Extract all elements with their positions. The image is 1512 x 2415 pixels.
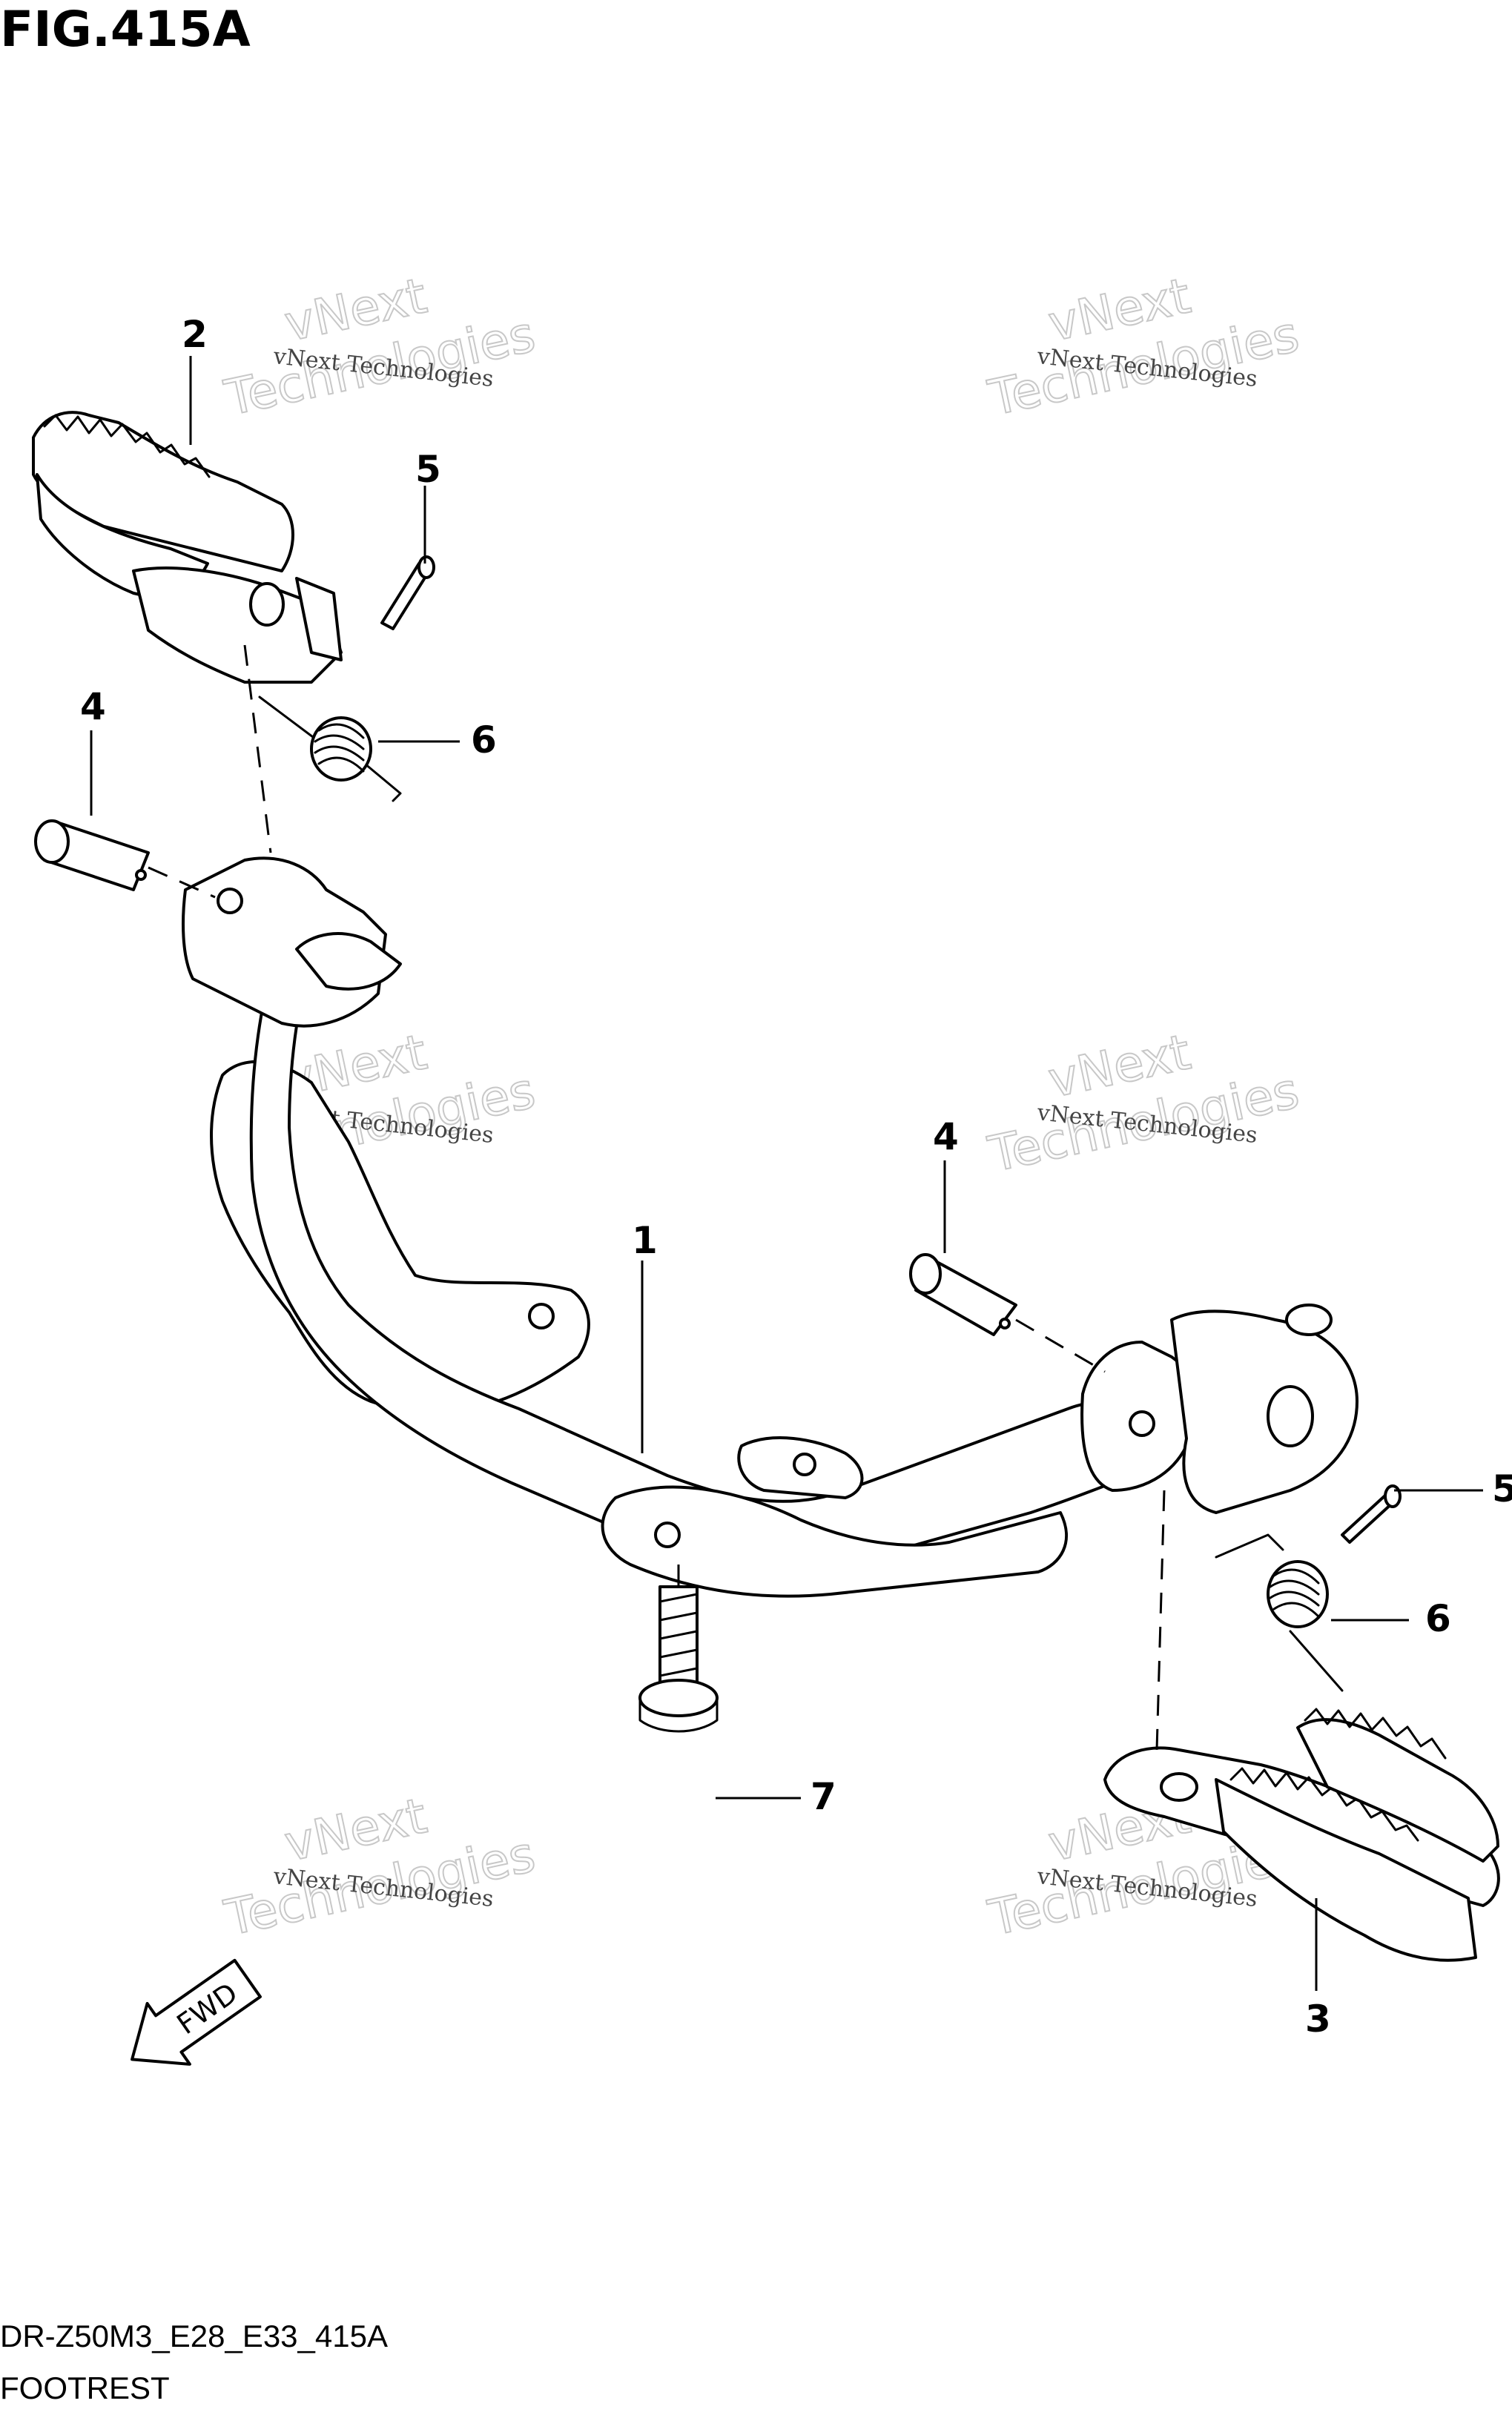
pin-right-hole	[999, 1318, 1011, 1329]
watermark-top-right: vNext Technologies vNext Technologies	[983, 266, 1304, 428]
spring-right-arm-2	[1289, 1630, 1344, 1692]
spring-right-arm-1	[1215, 1533, 1284, 1559]
diagram-code: DR-Z50M3_E28_E33_415A	[0, 2319, 388, 2353]
spring-left-coil-turns	[314, 723, 365, 773]
right-mount-ear	[1170, 1309, 1359, 1514]
assembly-line-left-peg	[243, 644, 272, 853]
part-cotter-pin-right	[1341, 1484, 1402, 1544]
callout-6-right: 6	[1425, 1597, 1451, 1640]
right-mount-boss	[1285, 1304, 1333, 1336]
watermark-top-left: vNext Technologies vNext Technologies	[219, 266, 541, 428]
bolt-threads	[658, 1593, 699, 1677]
callout-2: 2	[182, 313, 208, 356]
part-cotter-pin-left	[380, 555, 435, 630]
left-bar-end-cap	[295, 932, 402, 991]
bolt-flange	[638, 1697, 719, 1733]
fwd-arrow: FWD	[131, 1958, 262, 2066]
footpeg-right-tooth-edge	[1229, 1767, 1419, 1842]
part-pin-left	[34, 819, 150, 891]
pin-left-head	[34, 819, 70, 864]
callout-3: 3	[1305, 1998, 1331, 2041]
right-mount-hole	[1267, 1385, 1314, 1447]
assembly-line-left-pin	[148, 866, 216, 899]
part-bolt	[638, 1585, 719, 1733]
callout-7: 7	[811, 1775, 836, 1818]
footpeg-right-teeth-back	[1296, 1718, 1499, 1863]
footpeg-right-teeth-front	[1215, 1778, 1477, 1962]
center-plate	[601, 1485, 1069, 1598]
callout-1: 1	[632, 1219, 658, 1262]
callout-4-right: 4	[933, 1115, 959, 1158]
part-footrest-bracket	[182, 856, 1359, 1598]
part-footpeg-left	[32, 411, 343, 684]
watermark-bottom-left: vNext Technologies vNext Technologies	[219, 1786, 541, 1948]
left-pivot-hole	[217, 888, 243, 914]
part-spring-left	[258, 696, 402, 802]
diagram-caption: FOOTREST	[0, 2371, 170, 2405]
part-pin-right	[909, 1253, 1017, 1336]
pin-left-hole	[135, 869, 147, 881]
cotter-pin-right-eye	[1384, 1484, 1402, 1508]
cotter-pin-left-eye	[417, 555, 435, 579]
figure-title: FIG.415A	[0, 1, 251, 58]
footpeg-left-tooth-edge	[43, 414, 211, 478]
spring-left-arm-1	[258, 696, 320, 743]
part-spring-right	[1215, 1533, 1344, 1692]
part-footpeg-right	[1103, 1708, 1500, 1962]
callout-4-left: 4	[80, 685, 106, 728]
center-top-tab-hole	[793, 1453, 816, 1476]
footpeg-left-pivot-hole	[249, 582, 285, 627]
pin-right-head	[909, 1253, 942, 1295]
bolt-head	[638, 1679, 719, 1717]
watermark-mid-right: vNext Technologies vNext Technologies	[983, 1023, 1304, 1184]
assembly-line-right-pin	[1015, 1318, 1106, 1373]
callout-6-left: 6	[471, 718, 497, 761]
right-pivot-hole	[1129, 1410, 1155, 1437]
footpeg-right-pivot-hole	[1160, 1772, 1198, 1802]
footpeg-right-back-edge	[1304, 1708, 1447, 1760]
left-mount-hole-1	[528, 1303, 555, 1329]
spring-left-arm-2	[354, 755, 402, 802]
assembly-line-right-peg	[1155, 1490, 1166, 1751]
fwd-arrow-shape	[131, 1958, 262, 2066]
callout-5-left: 5	[415, 448, 441, 491]
spring-right-coil-turns	[1269, 1568, 1320, 1618]
callout-5-right: 5	[1492, 1467, 1512, 1510]
footpeg-left-side-tab	[295, 577, 343, 661]
center-plate-hole	[654, 1522, 681, 1548]
